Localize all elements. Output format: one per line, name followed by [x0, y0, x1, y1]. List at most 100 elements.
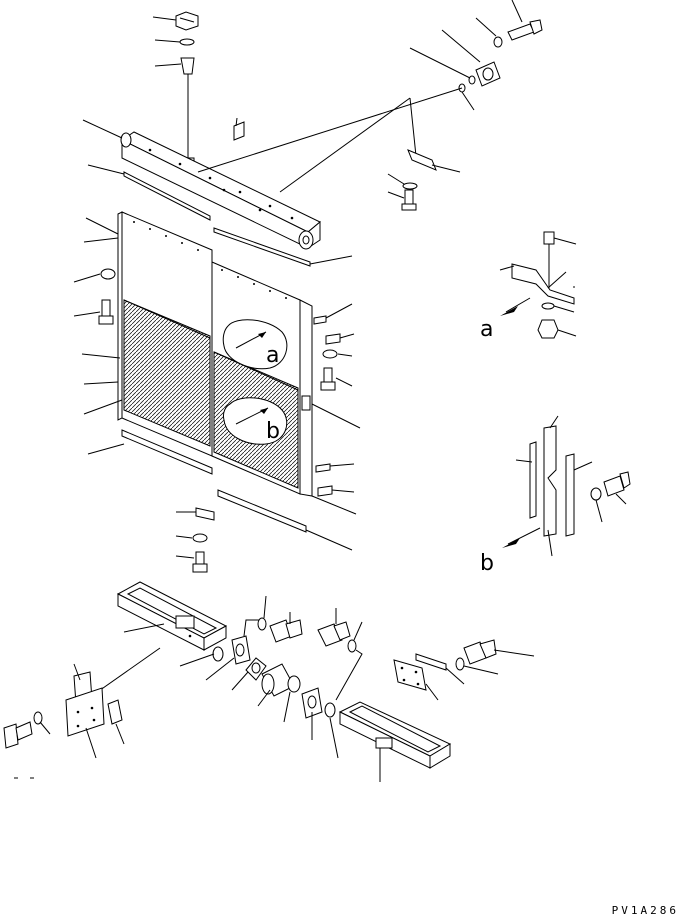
detail-label-b-inset: b	[480, 551, 494, 576]
detail-b-seal-right	[565, 453, 575, 537]
lower-gasket-right	[217, 489, 307, 533]
leader-line	[152, 16, 177, 21]
leader-line	[431, 164, 461, 173]
stay-bracket	[407, 149, 437, 171]
leader-line	[409, 47, 471, 79]
leader-line	[115, 723, 125, 745]
leader-line	[83, 399, 123, 415]
leader-line	[331, 489, 355, 493]
detail-b-arrow-shaft	[507, 527, 541, 545]
upper-tank	[120, 131, 321, 250]
leader-line	[83, 381, 119, 385]
leader-line	[515, 459, 533, 463]
left-core	[117, 211, 213, 457]
leader-line	[283, 691, 291, 723]
leader-line	[339, 333, 355, 339]
detail-b-seal-left	[529, 441, 537, 519]
left-lower-support	[116, 581, 228, 651]
shim-plate	[195, 507, 215, 521]
lower-gasket-left	[121, 429, 213, 475]
rubber-cushion	[261, 663, 295, 697]
leader-line	[511, 0, 523, 23]
leader-line	[547, 271, 567, 289]
upper-gasket-left	[123, 171, 211, 221]
washer	[590, 487, 602, 501]
cap-seal-ring	[179, 38, 195, 46]
right-core	[211, 261, 313, 497]
detail-a-arrow	[500, 306, 518, 316]
leader-line	[337, 353, 353, 357]
mount-bracket	[475, 61, 501, 87]
leader-line	[329, 463, 355, 467]
leader-line	[305, 529, 353, 551]
lower-bracket-plate	[393, 659, 427, 691]
washer	[541, 302, 555, 310]
leader-line	[553, 237, 577, 245]
detail-label-a-inset: a	[480, 317, 493, 342]
right-lower-support	[338, 701, 452, 769]
leader-line	[549, 415, 559, 429]
lower-shim	[415, 653, 447, 671]
leader-line	[463, 665, 499, 675]
leader-line	[573, 461, 593, 471]
assembly-line	[409, 97, 417, 157]
left-bracket-stack	[65, 671, 123, 737]
leader-line	[231, 671, 249, 691]
washer	[192, 533, 208, 543]
top-right-bolt	[507, 19, 543, 41]
leader-line	[123, 623, 165, 633]
radiator-cap	[175, 11, 199, 31]
leader-line	[595, 499, 603, 523]
leader-line	[39, 721, 51, 735]
leader-line	[425, 683, 439, 701]
cushion-cap	[287, 675, 301, 693]
leader-line	[154, 63, 182, 67]
drawing-code: PV1A286	[611, 904, 679, 917]
leader-line	[557, 329, 577, 337]
leader-line	[73, 663, 81, 681]
washer	[468, 75, 476, 85]
detail-label-b: b	[266, 419, 280, 444]
leader-line	[309, 255, 353, 265]
assembly-line	[279, 97, 411, 193]
assembly-line	[197, 87, 463, 173]
upper-gasket-right	[213, 227, 311, 267]
washer	[33, 711, 43, 725]
leader-line	[441, 29, 481, 63]
detail-callout-a: a	[222, 319, 288, 370]
filler-neck	[180, 57, 195, 171]
leader-line	[335, 377, 353, 387]
bushing	[324, 702, 336, 718]
bolt	[320, 367, 336, 391]
leader-line	[87, 443, 125, 455]
clip	[315, 463, 331, 473]
leader-line	[81, 353, 121, 359]
washer	[257, 617, 267, 631]
leader-line	[311, 403, 361, 429]
leader-line	[387, 191, 405, 199]
lower-right-bolt	[463, 639, 497, 665]
clip	[317, 485, 333, 497]
leader-line	[329, 717, 339, 759]
leader-line	[87, 164, 125, 175]
leader-line	[615, 493, 627, 505]
leader-line	[205, 657, 235, 681]
bushing	[212, 646, 224, 662]
mount-bolt	[317, 621, 351, 647]
leader-line	[387, 173, 405, 185]
washer	[347, 639, 357, 653]
leader-line	[547, 529, 553, 557]
bolt	[401, 189, 417, 211]
washer	[493, 36, 503, 48]
mount-plate	[301, 687, 323, 719]
bolt	[98, 299, 114, 325]
washer	[402, 182, 418, 190]
leader-line	[175, 535, 193, 539]
leader-line	[154, 39, 181, 43]
leader-line	[257, 689, 271, 707]
washer	[100, 268, 116, 280]
assembly-line	[243, 619, 262, 637]
leader-line	[175, 555, 195, 559]
mount-plate	[231, 635, 251, 665]
